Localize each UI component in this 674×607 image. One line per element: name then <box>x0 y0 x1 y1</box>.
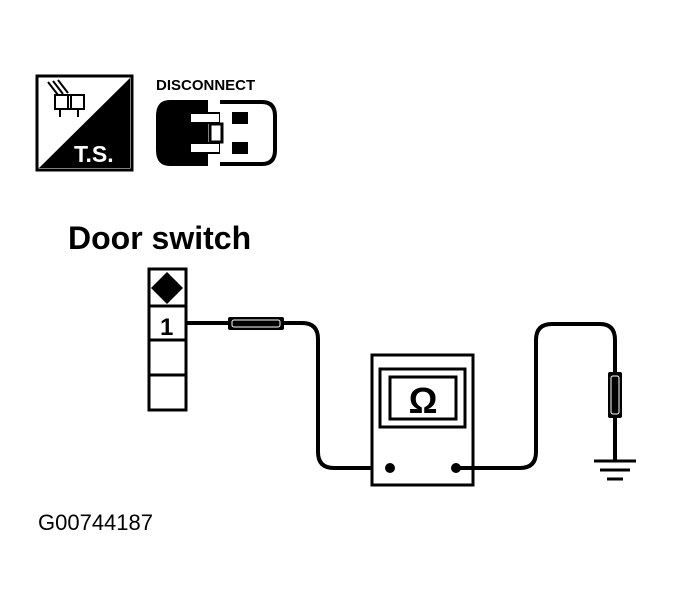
probe-wire-right <box>456 322 617 470</box>
ohm-symbol: Ω <box>409 380 438 421</box>
probe-right <box>608 372 622 418</box>
connector-diamond-icon <box>151 272 183 304</box>
probe-left <box>228 317 284 330</box>
ground-icon <box>594 459 636 481</box>
terminal-number: 1 <box>160 314 173 341</box>
probe-wire-left <box>186 321 390 470</box>
door-switch-connector: 1 <box>147 267 188 412</box>
figure-id: G00744187 <box>38 510 153 535</box>
disconnect-icon-text: DISCONNECT <box>156 77 255 94</box>
ohmmeter-icon: Ω <box>370 353 475 487</box>
disconnect-connector-icon: DISCONNECT <box>156 77 277 166</box>
trouble-shooting-icon: T.S. <box>35 74 134 172</box>
ts-icon-text: T.S. <box>74 141 114 167</box>
component-label: Door switch <box>68 220 251 256</box>
